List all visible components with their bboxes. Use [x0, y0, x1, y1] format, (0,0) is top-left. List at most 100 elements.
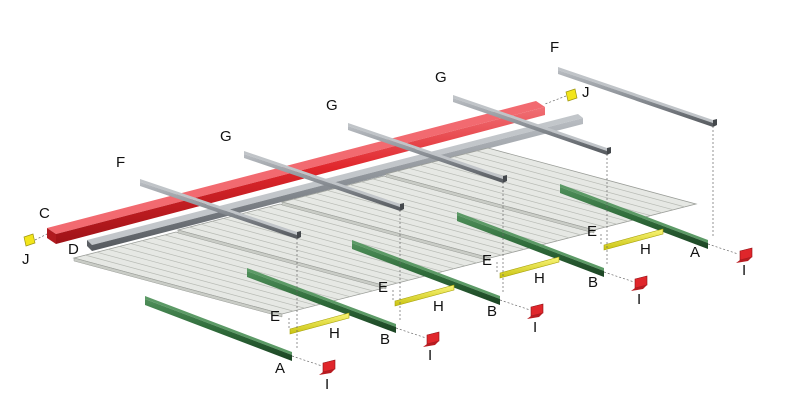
panel-slat [141, 240, 351, 298]
panel-slat [268, 206, 477, 264]
clip-base [527, 313, 543, 319]
label-b: B [380, 331, 390, 348]
panel-slat [453, 156, 663, 214]
guide-lines [34, 95, 739, 367]
purlin-top [140, 179, 297, 235]
panel-slat [349, 184, 559, 242]
label-h: H [534, 270, 545, 287]
purlin-top [453, 95, 607, 151]
label-e: E [270, 308, 280, 325]
label-i: I [533, 319, 537, 336]
yellow-bar-body [603, 228, 664, 251]
green-beam [560, 184, 708, 249]
green-top [145, 296, 292, 355]
label-j: J [22, 251, 30, 268]
grey-purlin [140, 179, 301, 239]
label-f: F [116, 154, 125, 171]
panel-slat [200, 223, 409, 281]
guide-line [499, 299, 531, 311]
panel-edge [177, 229, 387, 290]
label-g: G [220, 128, 232, 145]
green-beam [247, 268, 396, 333]
label-c: C [39, 205, 50, 222]
purlin-end [607, 147, 611, 155]
clip-base [423, 341, 439, 347]
yellow-clips [23, 88, 578, 247]
purlin-top [244, 151, 400, 207]
red-clip-i [527, 303, 544, 319]
green-side [560, 187, 708, 249]
green-top [560, 184, 708, 243]
panel-edge [281, 201, 491, 262]
yellow-bars [289, 228, 664, 335]
yellow-bar-body [499, 256, 560, 279]
purlin-end [713, 119, 717, 127]
green-beams [145, 184, 708, 361]
purlin-top [348, 123, 503, 179]
grey-purlins [140, 67, 717, 239]
red-clip-i [423, 331, 440, 347]
label-i: I [742, 262, 746, 279]
purlin-side [453, 98, 607, 155]
guide-line [34, 233, 48, 241]
grey-purlin [348, 123, 507, 183]
label-i: I [325, 376, 329, 393]
label-i: I [637, 291, 641, 308]
clip-base [319, 369, 335, 375]
label-g: G [326, 97, 338, 114]
label-b: B [588, 274, 598, 291]
guide-line [707, 243, 739, 255]
yellow-bar [603, 228, 664, 251]
guide-line [291, 355, 323, 367]
panel-slat [397, 170, 606, 228]
label-h: H [640, 241, 651, 258]
label-b: B [487, 303, 497, 320]
panel-slat [211, 220, 421, 278]
label-d: D [68, 241, 79, 258]
label-h: H [433, 298, 444, 315]
grey-purlin [244, 151, 404, 211]
panel-slat [107, 248, 317, 306]
green-side [352, 243, 500, 305]
green-side [247, 271, 396, 333]
label-a: A [690, 244, 700, 261]
label-h: H [329, 325, 340, 342]
panel-edge [385, 173, 595, 234]
green-beam [457, 212, 604, 277]
label-e: E [378, 279, 388, 296]
red-clip-i [736, 247, 753, 263]
red-clip-i [631, 275, 648, 291]
label-e: E [587, 223, 597, 240]
panel-slat [304, 195, 513, 253]
yellow-bar [289, 312, 350, 335]
panel-slat [361, 181, 570, 239]
purlin-end [297, 231, 301, 239]
purlin-side [558, 70, 713, 127]
grey-purlin [558, 67, 717, 127]
purlin-top [558, 67, 713, 123]
panel-slat [465, 153, 674, 211]
yellow-bar [499, 256, 560, 279]
green-top [457, 212, 604, 271]
panel-slat [245, 212, 455, 270]
panel-slat [164, 234, 373, 292]
label-f: F [550, 39, 559, 56]
green-side [145, 299, 292, 361]
panel-slat [419, 164, 629, 222]
clip-base [736, 257, 752, 263]
panel-slat [372, 178, 581, 236]
panel-slat [293, 198, 502, 256]
grey-purlin [453, 95, 611, 155]
green-side [457, 215, 604, 277]
panel-slat [85, 254, 294, 312]
label-a: A [275, 360, 285, 377]
label-j: J [582, 84, 590, 101]
yellow-bar-body [289, 312, 350, 335]
green-top [247, 268, 396, 327]
panel-slat [315, 192, 525, 250]
panel-slat [189, 226, 398, 284]
panel-slat [408, 167, 617, 225]
clip-base [631, 285, 647, 291]
